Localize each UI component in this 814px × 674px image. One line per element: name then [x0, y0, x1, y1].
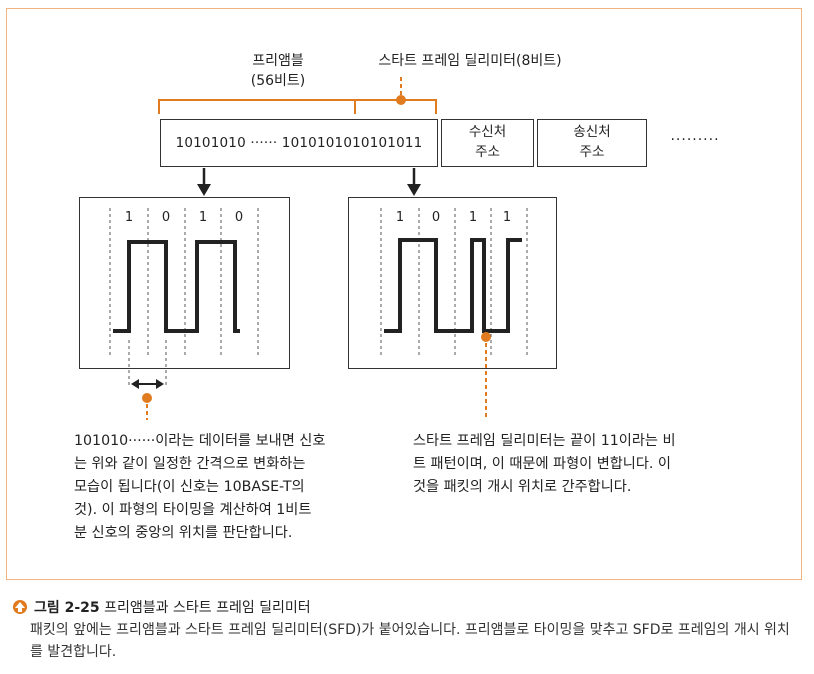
preamble-label: 프리앰블 (56비트): [228, 50, 328, 90]
source-address-line1: 송신처: [573, 124, 611, 140]
description-line: 스타트 프레임 딜리미터는 끝이 11이라는 비: [413, 433, 676, 449]
frame-bits-box: 10101010 ······ 1010101010101011: [160, 119, 438, 167]
left-bit-label: 0: [161, 210, 171, 225]
figure-caption-title: 그림 2-25 프리앰블과 스타트 프레임 딜리미터: [34, 597, 311, 617]
destination-address-line2: 주소: [475, 144, 500, 160]
preamble-label-line1: 프리앰블: [252, 53, 304, 69]
sfd-waveform-box: [348, 197, 557, 369]
bit-period-marker-dot: [142, 393, 152, 403]
destination-address-box: 수신처 주소: [441, 119, 534, 167]
caption-up-arrow-icon: [15, 602, 25, 612]
arrow-head-icon: [407, 184, 421, 196]
description-line: 모습이 됩니다(이 신호는 10BASE-T의: [74, 479, 305, 495]
sfd-label: 스타트 프레임 딜리미터(8비트): [378, 53, 562, 69]
preamble-description: 101010······이라는 데이터를 보내면 신호 는 위와 같이 일정한 …: [74, 430, 374, 545]
figure-title: 프리앰블과 스타트 프레임 딜리미터: [104, 600, 311, 616]
left-bit-label: 0: [234, 210, 244, 225]
description-line: 분 신호의 중앙의 위치를 판단합니다.: [74, 525, 293, 541]
description-line: 는 위와 같이 일정한 간격으로 변화하는: [74, 456, 306, 472]
more-fields-ellipsis: ·········: [670, 132, 720, 148]
left-bit-label: 1: [198, 210, 208, 225]
description-line: 트 패턴이며, 이 때문에 파형이 변합니다. 이: [413, 456, 671, 472]
right-bit-label: 0: [431, 210, 441, 225]
description-line: 것을 패킷의 개시 위치로 간주합니다.: [413, 479, 632, 495]
figure-caption-body: 패킷의 앞에는 프리앰블과 스타트 프레임 딜리미터(SFD)가 붙어있습니다.…: [30, 622, 790, 660]
preamble-bracket: [158, 99, 356, 114]
description-line: 101010······이라는 데이터를 보내면 신호: [74, 433, 326, 449]
right-bit-label: 1: [395, 210, 405, 225]
arrow-right-icon: [156, 379, 164, 389]
frame-bits-text: 10101010 ······ 1010101010101011: [175, 135, 423, 151]
sfd-bracket: [354, 99, 437, 114]
sfd-marker-dot: [396, 95, 406, 105]
source-address-line2: 주소: [579, 144, 605, 160]
description-line: 것). 이 파형의 타이밍을 계산하여 1비트: [74, 502, 312, 518]
preamble-label-line2: (56비트): [250, 73, 306, 89]
arrow-head-icon: [197, 184, 211, 196]
sfd-signal-wave: [384, 238, 522, 333]
destination-address-line1: 수신처: [468, 124, 507, 140]
sfd-transition-marker-dot: [481, 332, 491, 342]
arrow-left-icon: [131, 379, 139, 389]
source-address-box: 송신처 주소: [537, 119, 647, 167]
preamble-signal-wave: [113, 240, 240, 333]
right-bit-label: 1: [468, 210, 478, 225]
left-bit-label: 1: [124, 210, 134, 225]
figure-number: 그림 2-25: [34, 600, 100, 616]
right-bit-label: 1: [502, 210, 512, 225]
sfd-description: 스타트 프레임 딜리미터는 끝이 11이라는 비 트 패턴이며, 이 때문에 파…: [413, 430, 758, 499]
